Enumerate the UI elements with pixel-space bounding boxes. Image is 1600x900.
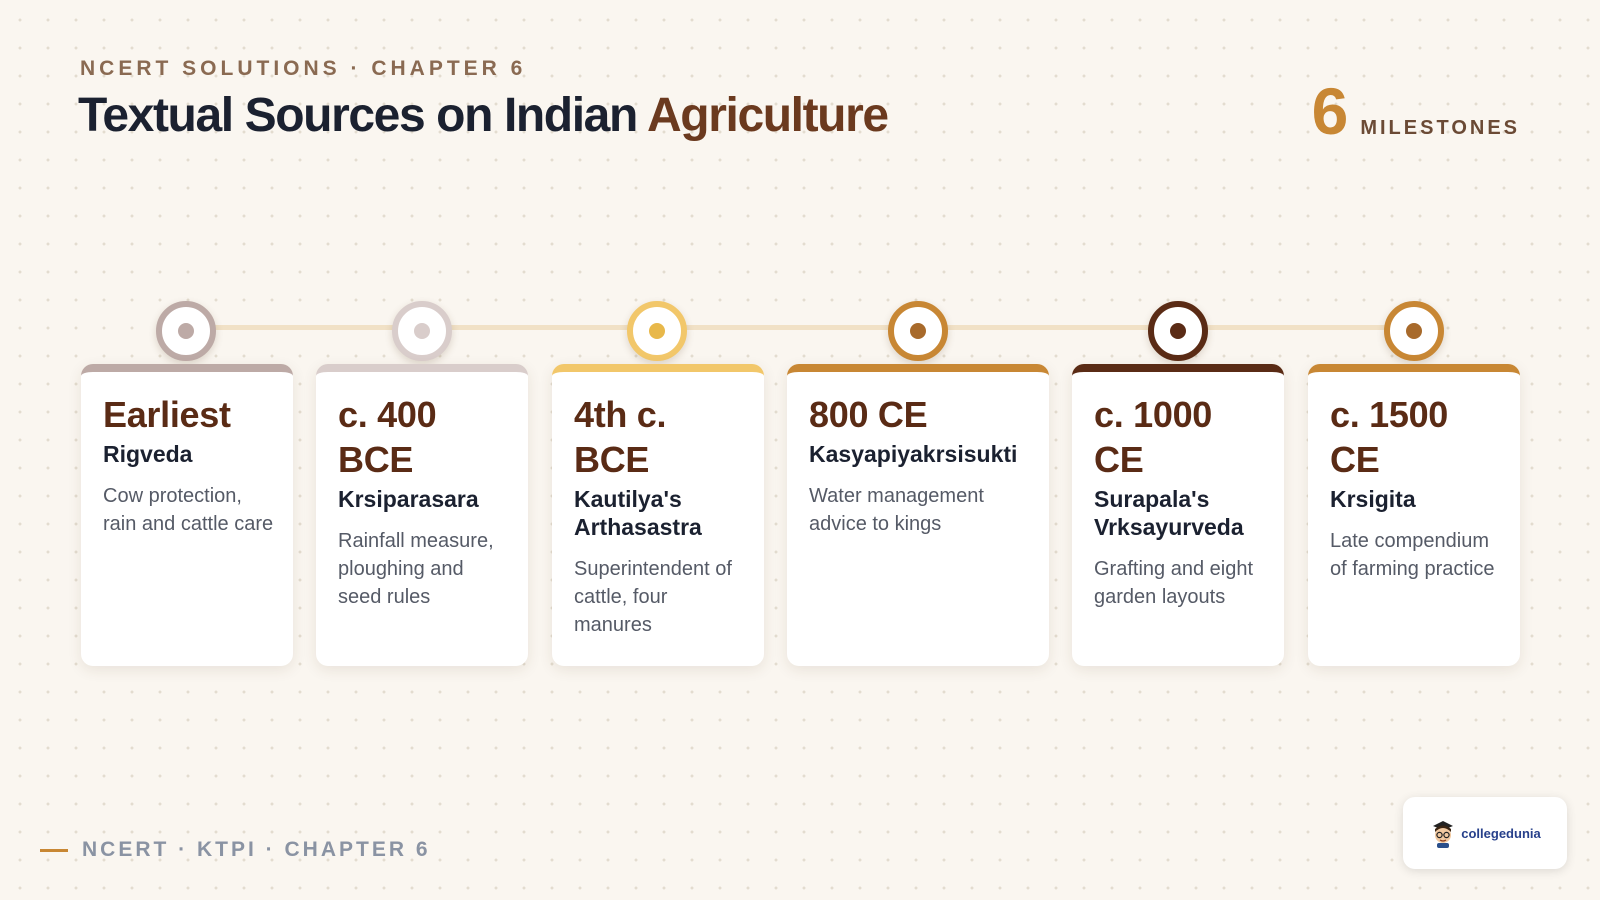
milestone-card: Earliest Rigveda Cow protection, rain an… [81,364,293,666]
timeline: Earliest Rigveda Cow protection, rain an… [81,301,1520,666]
footer: NCERT · KTPI · CHAPTER 6 [40,838,431,862]
timeline-node [1148,301,1208,361]
node-dot [1170,323,1186,339]
node-dot [178,323,194,339]
card-date: c. 1500 CE [1330,394,1449,480]
timeline-node [1384,301,1444,361]
footer-rule [40,848,68,852]
node-dot [1406,323,1422,339]
card-source: Krsigita [1330,486,1416,512]
milestone-count: 6 [1311,74,1349,148]
card-source: Krsiparasara [338,486,479,512]
card-date: 800 CE [809,394,928,435]
card-date: c. 1000 CE [1094,394,1213,480]
timeline-line [186,325,1414,330]
timeline-node [627,301,687,361]
card-description: Late compendium of farming practice [1330,530,1495,580]
node-dot [414,323,430,339]
milestone-card: 4th c. BCE Kautilya's Arthasastra Superi… [552,364,764,666]
card-date: Earliest [103,394,231,435]
mascot-icon [1433,821,1454,848]
milestone-card: c. 1500 CE Krsigita Late compendium of f… [1308,364,1520,666]
node-dot [910,323,926,339]
page-title: Textual Sources on Indian Agriculture [78,88,889,143]
card-date: c. 400 BCE [338,394,437,480]
title-main: Textual Sources on Indian [78,89,638,142]
brand-logo: collegedunia [1403,797,1567,869]
milestones-counter: 6 MILESTONES [1311,74,1520,148]
title-accent: Agriculture [647,89,889,142]
milestone-card: c. 1000 CE Surapala's Vrksayurveda Graft… [1072,364,1284,666]
card-description: Rainfall measure, ploughing and seed rul… [338,530,494,608]
card-description: Cow protection, rain and cattle care [103,485,274,535]
node-dot [649,323,665,339]
card-source: Surapala's Vrksayurveda [1094,486,1244,540]
card-description: Superintendent of cattle, four manures [574,558,732,636]
timeline-node [888,301,948,361]
page-eyebrow: NCERT SOLUTIONS · CHAPTER 6 [80,57,527,80]
milestone-label: MILESTONES [1360,117,1520,139]
card-date: 4th c. BCE [574,394,667,480]
card-source: Rigveda [103,441,193,467]
brand-name: collegedunia [1461,825,1541,841]
card-description: Water management advice to kings [809,485,984,535]
milestone-card: 800 CE Kasyapiyakrsisukti Water manageme… [787,364,1049,666]
timeline-node [392,301,452,361]
card-source: Kautilya's Arthasastra [574,486,702,540]
card-source: Kasyapiyakrsisukti [809,441,1018,467]
card-description: Grafting and eight garden layouts [1094,558,1253,608]
timeline-node [156,301,216,361]
milestone-card: c. 400 BCE Krsiparasara Rainfall measure… [316,364,528,666]
footer-text: NCERT · KTPI · CHAPTER 6 [82,838,431,861]
